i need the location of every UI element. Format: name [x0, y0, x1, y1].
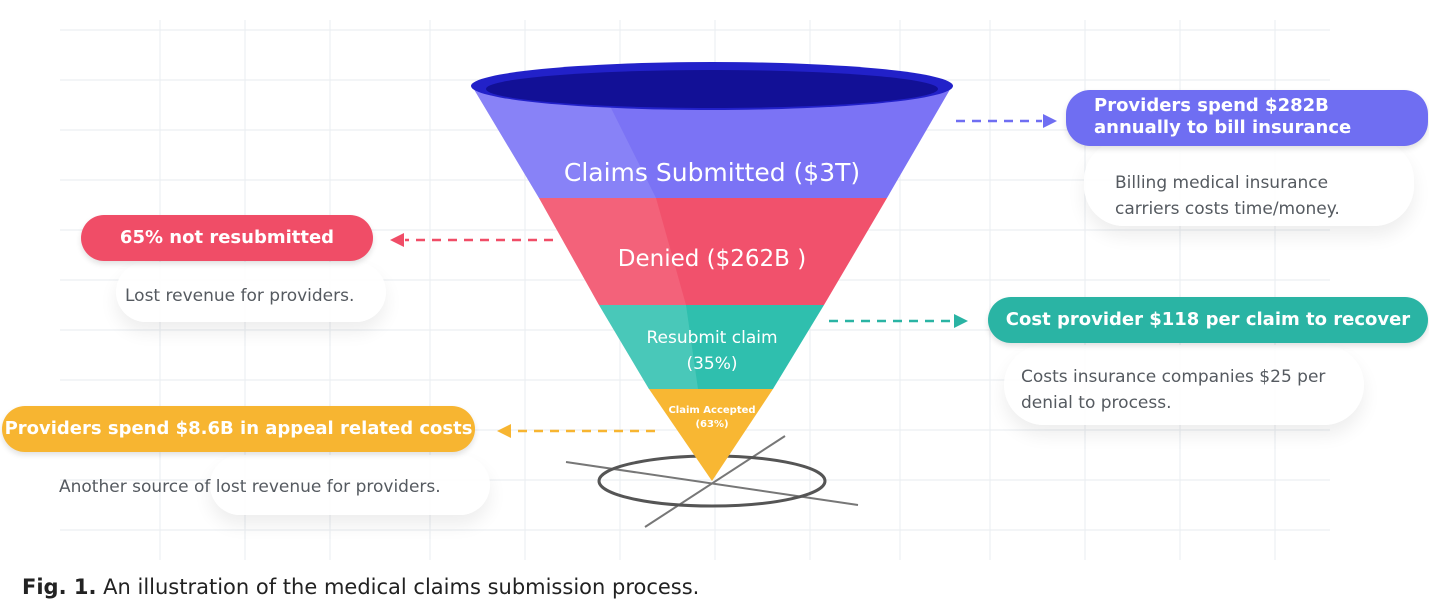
arrow-to-cost-provider — [829, 314, 968, 328]
cost-provider-callout-pill: Cost provider $118 per claim to recover — [988, 297, 1428, 343]
cost-provider-description: Costs insurance companies $25 per denial… — [1021, 364, 1361, 416]
stage-label-accepted-line2: (63%) — [695, 419, 728, 430]
stage-label-accepted-line1: Claim Accepted — [668, 405, 755, 416]
cost-provider-description-line2: denial to process. — [1021, 393, 1172, 413]
figure-caption-label: Fig. 1. — [22, 575, 97, 599]
arrow-to-not-resubmitted — [390, 233, 553, 247]
stage-label-denied: Denied ($262B ) — [618, 246, 806, 272]
cost-provider-callout-title: Cost provider $118 per claim to recover — [1005, 309, 1411, 330]
billing-callout-pill: Providers spend $282B annually to bill i… — [1066, 90, 1428, 146]
billing-callout-line2: annually to bill insurance — [1094, 117, 1352, 138]
billing-description: Billing medical insurance carriers costs… — [1115, 170, 1405, 222]
cost-provider-card-shadow — [1004, 345, 1364, 425]
stage-label-submitted: Claims Submitted ($3T) — [564, 158, 860, 187]
funnel-band-denied-highlight — [539, 198, 686, 305]
billing-card-shadow — [1084, 140, 1414, 226]
appeal-card-shadow — [210, 455, 490, 515]
funnel-band-submitted-highlight — [472, 86, 656, 198]
not-resubmitted-callout-pill: 65% not resubmitted — [81, 215, 373, 261]
funnel-rim-inner — [486, 70, 938, 108]
not-resubmitted-description: Lost revenue for providers. — [125, 286, 355, 306]
stage-label-resubmit-line2: (35%) — [686, 354, 737, 374]
arrow-to-appeal — [497, 424, 655, 438]
cost-provider-description-line1: Costs insurance companies $25 per — [1021, 367, 1326, 387]
billing-callout-line1: Providers spend $282B — [1094, 95, 1329, 116]
funnel-band-accepted — [649, 389, 773, 481]
funnel-band-resubmit-highlight — [599, 305, 698, 389]
arrow-to-billing — [956, 114, 1057, 128]
appeal-description: Another source of lost revenue for provi… — [59, 477, 441, 497]
appeal-callout-title: Providers spend $8.6B in appeal related … — [4, 418, 473, 439]
billing-description-line2: carriers costs time/money. — [1115, 199, 1340, 219]
stage-label-resubmit-line1: Resubmit claim — [646, 328, 777, 348]
figure-caption: Fig. 1. An illustration of the medical c… — [22, 575, 699, 599]
not-resubmitted-callout-title: 65% not resubmitted — [119, 227, 335, 248]
not-resubmitted-card-shadow — [116, 262, 386, 322]
figure-caption-text: An illustration of the medical claims su… — [96, 575, 700, 599]
appeal-callout-pill: Providers spend $8.6B in appeal related … — [2, 406, 475, 452]
billing-description-line1: Billing medical insurance — [1115, 173, 1329, 193]
